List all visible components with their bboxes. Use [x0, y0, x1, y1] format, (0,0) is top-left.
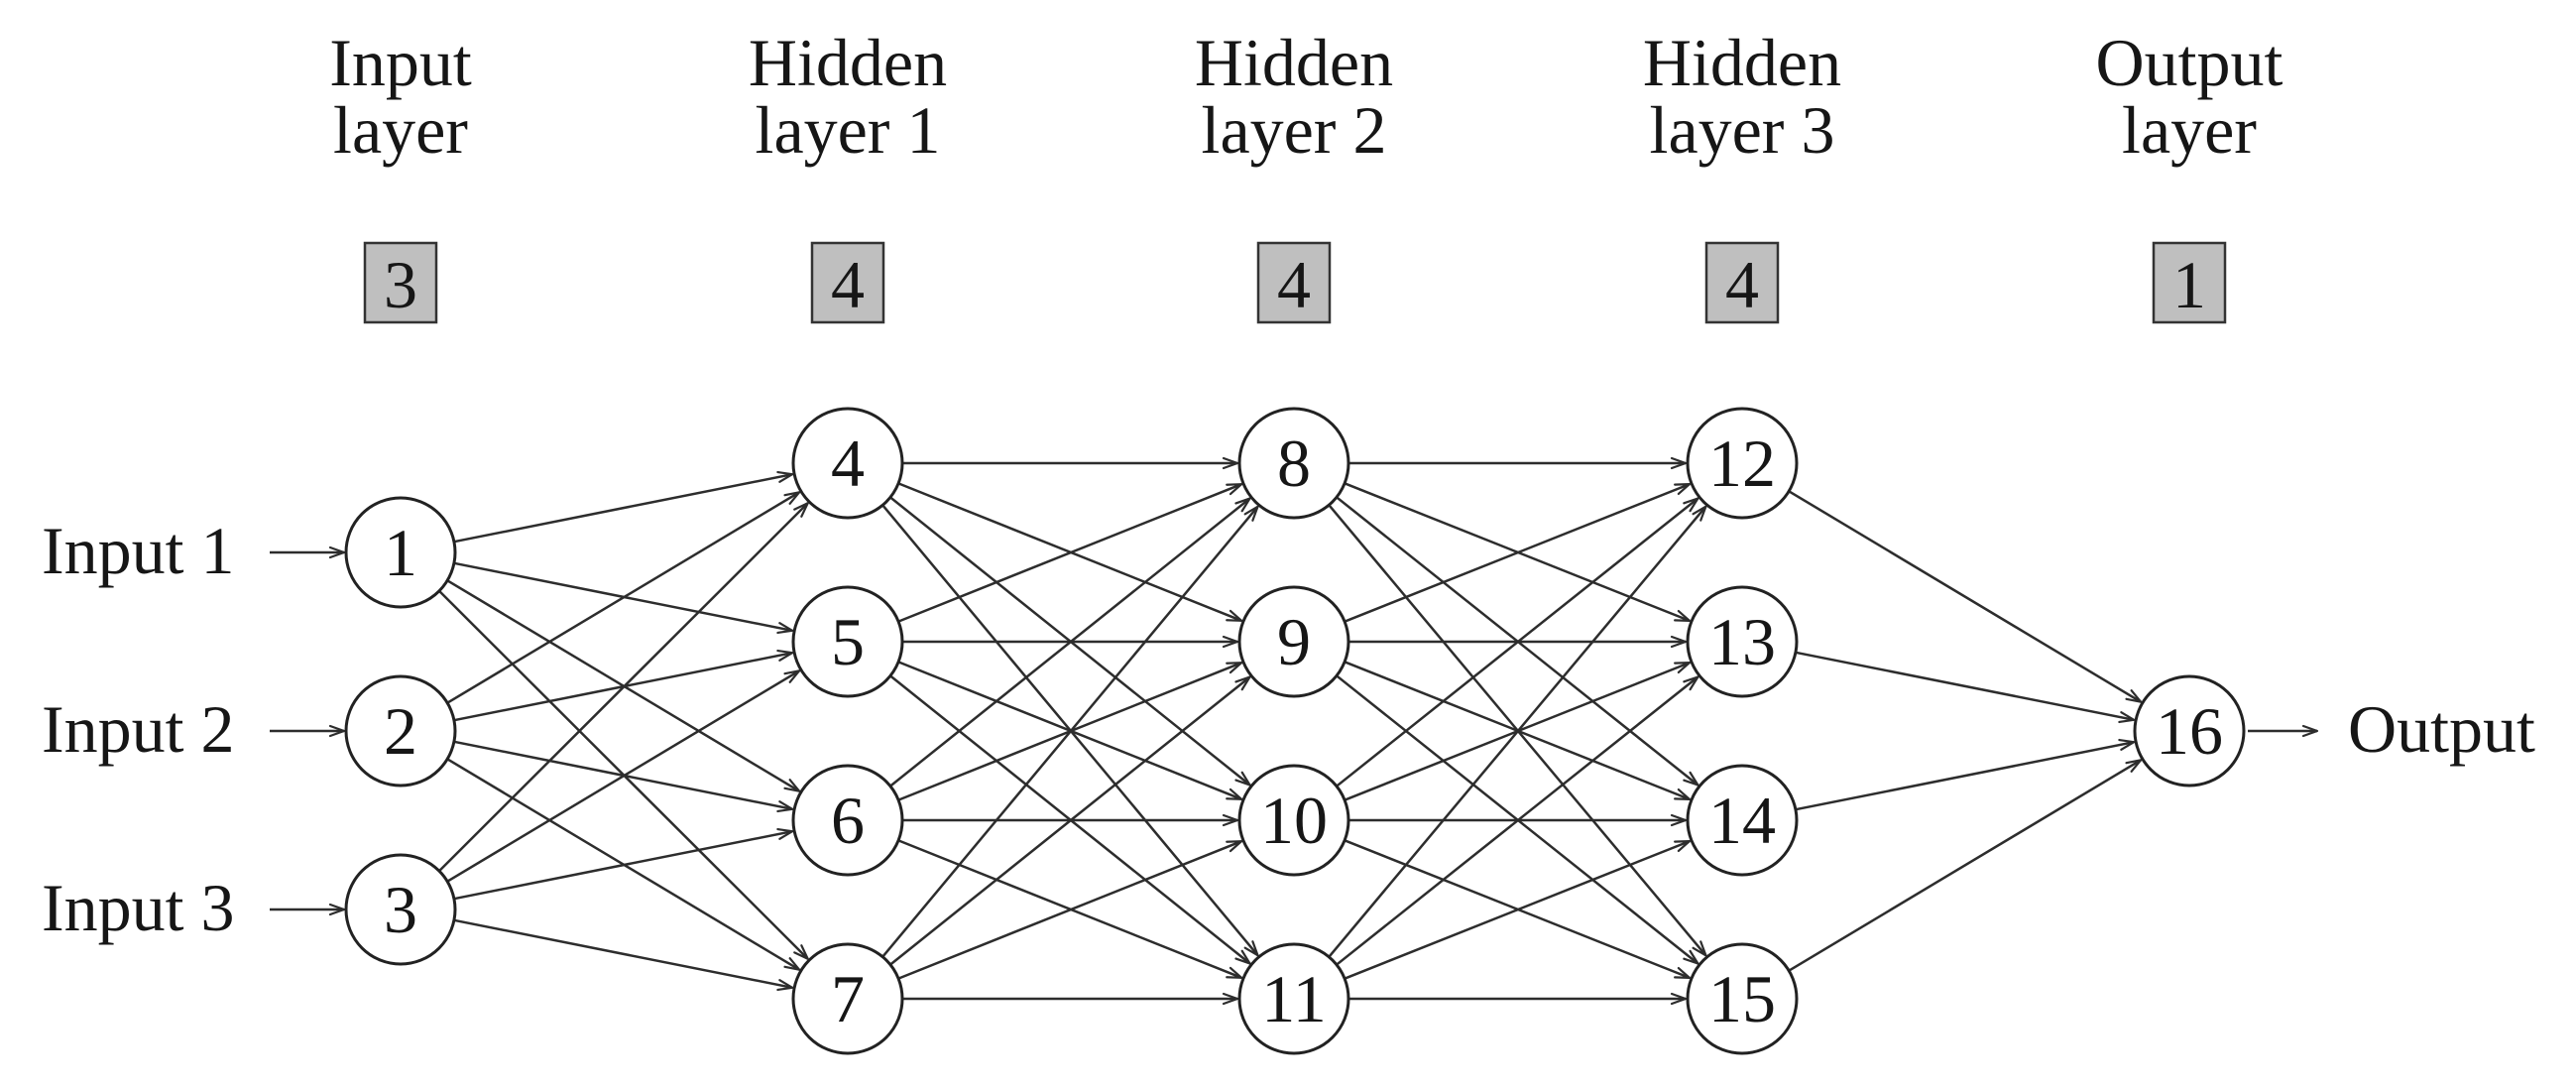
layer-count-input-layer: 3	[384, 247, 417, 322]
node-11	[1237, 942, 1350, 1055]
node-5-label: 5	[831, 604, 865, 679]
layer-header-hidden-layer-2-line2: layer 2	[1202, 92, 1387, 168]
layer-count-badge-input-layer	[363, 241, 438, 324]
edge-15-16	[1788, 759, 2143, 972]
layer-count-badge-output-layer	[2152, 241, 2227, 324]
node-13-label: 13	[1708, 604, 1776, 679]
node-9	[1237, 585, 1350, 698]
input-label-1: Input 1	[42, 513, 235, 588]
layer-header-hidden-layer-3-line1: Hidden	[1643, 25, 1841, 100]
layer-count-badge-hidden-layer-3	[1704, 241, 1780, 324]
io-layer: Input 1 Input 2 Input 3 Output	[42, 513, 2535, 945]
node-3-label: 3	[384, 872, 417, 947]
node-15-label: 15	[1708, 961, 1776, 1036]
node-6-label: 6	[831, 783, 865, 858]
node-2-label: 2	[384, 693, 417, 769]
node-3	[344, 853, 457, 966]
edge-11-12	[1328, 505, 1707, 958]
layer-header-input-layer-line2: layer	[333, 92, 468, 168]
edge-1-4	[453, 470, 794, 544]
node-5	[791, 585, 904, 698]
edges-layer	[438, 456, 2143, 1006]
node-12	[1686, 407, 1799, 520]
output-label: Output	[2348, 691, 2535, 767]
edge-13-16	[1795, 651, 2136, 724]
node-4-label: 4	[831, 425, 865, 501]
layer-count-hidden-layer-1: 4	[831, 247, 865, 322]
layer-count-hidden-layer-2: 4	[1277, 247, 1311, 322]
layer-header-output-layer-line1: Output	[2096, 25, 2283, 100]
input-label-3: Input 3	[42, 870, 235, 945]
node-8	[1237, 407, 1350, 520]
node-9-label: 9	[1277, 604, 1311, 679]
layer-header-hidden-layer-1-line1: Hidden	[749, 25, 947, 100]
node-12-label: 12	[1708, 425, 1776, 501]
layer-header-input-layer-line1: Input	[329, 25, 472, 100]
node-8-label: 8	[1277, 425, 1311, 501]
node-4	[791, 407, 904, 520]
layer-header-hidden-layer-3-line2: layer 3	[1650, 92, 1835, 168]
edge-7-8	[881, 505, 1259, 958]
node-16-label: 16	[2156, 693, 2223, 769]
edge-2-4	[446, 491, 801, 704]
layer-header-hidden-layer-1-line2: layer 1	[756, 92, 941, 168]
layer-count-output-layer: 1	[2172, 247, 2206, 322]
layer-header-output-layer-line2: layer	[2122, 92, 2257, 168]
edge-6-8	[889, 497, 1251, 788]
edge-11-13	[1336, 675, 1699, 966]
layer-count-badge-hidden-layer-1	[810, 241, 885, 324]
edge-9-12	[1344, 482, 1692, 623]
node-2	[344, 674, 457, 788]
layer-count-badge-hidden-layer-2	[1256, 241, 1332, 324]
node-14-label: 14	[1708, 783, 1776, 858]
node-10	[1237, 764, 1350, 877]
edge-10-12	[1336, 497, 1699, 788]
node-10-label: 10	[1260, 783, 1328, 858]
node-16	[2133, 674, 2246, 788]
edge-7-10	[897, 840, 1243, 980]
layer-count-hidden-layer-3: 4	[1725, 247, 1759, 322]
edge-3-7	[453, 918, 794, 992]
node-14	[1686, 764, 1799, 877]
input-label-2: Input 2	[42, 691, 235, 767]
edge-3-5	[446, 669, 801, 883]
edge-5-8	[897, 483, 1243, 623]
edge-12-16	[1788, 490, 2143, 703]
edge-14-16	[1795, 738, 2136, 811]
node-1-label: 1	[384, 515, 417, 590]
edge-7-9	[889, 675, 1251, 966]
node-15	[1686, 942, 1799, 1055]
node-11-label: 11	[1261, 961, 1326, 1036]
layer-header-hidden-layer-2-line1: Hidden	[1195, 25, 1393, 100]
node-1	[344, 496, 457, 609]
edge-3-6	[453, 827, 794, 901]
node-6	[791, 764, 904, 877]
node-13	[1686, 585, 1799, 698]
edge-3-4	[438, 502, 809, 873]
node-7-label: 7	[831, 961, 865, 1036]
edge-11-14	[1344, 839, 1692, 980]
node-7	[791, 942, 904, 1055]
